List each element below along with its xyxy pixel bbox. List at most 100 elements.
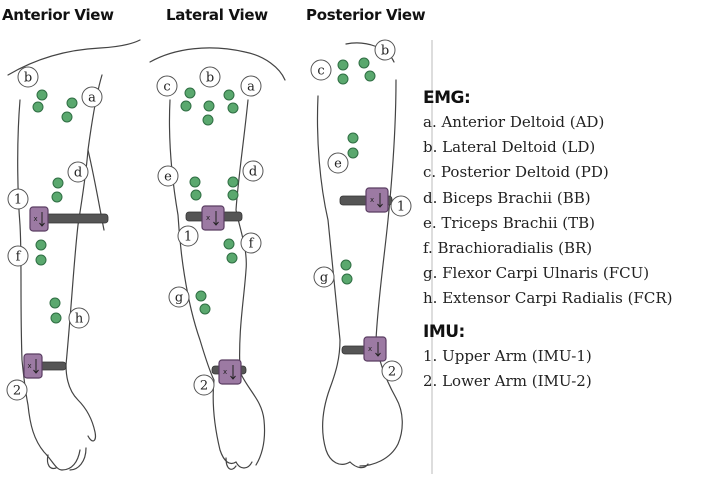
emg-item-a: a. Anterior Deltoid (AD) [423, 110, 713, 135]
marker-imu2: 2 [7, 380, 27, 400]
emg-item-f: f. Brachioradialis (BR) [423, 236, 713, 261]
marker-label: 1 [14, 193, 22, 208]
marker-imu2: 2 [194, 375, 214, 395]
marker-label: d [74, 166, 82, 181]
marker-h: h [69, 308, 89, 328]
electrode [342, 274, 352, 284]
marker-imu1: 1 [8, 189, 28, 209]
electrode [203, 115, 213, 125]
marker-label: c [317, 64, 324, 79]
marker-imu2: 2 [382, 361, 402, 381]
lateral-imu-2-axis: x [223, 368, 227, 376]
emg-item-b: b. Lateral Deltoid (LD) [423, 135, 713, 160]
emg-item-g: g. Flexor Carpi Ulnaris (FCU) [423, 261, 713, 286]
marker-label: b [206, 71, 214, 86]
marker-label: 2 [388, 365, 396, 380]
marker-a: a [82, 87, 102, 107]
marker-e: e [328, 153, 348, 173]
marker-label: e [334, 157, 342, 172]
electrode [52, 192, 62, 202]
anterior-imu-1-axis: x [34, 215, 38, 223]
marker-g: g [169, 287, 189, 307]
posterior-arm-outline [317, 43, 402, 468]
electrode [224, 90, 234, 100]
marker-c: c [311, 60, 331, 80]
electrode [224, 239, 234, 249]
posterior-imu-1-axis: x [370, 196, 374, 204]
marker-label: e [164, 170, 172, 185]
electrode [365, 71, 375, 81]
marker-e: e [158, 166, 178, 186]
legend: EMG: a. Anterior Deltoid (AD) b. Lateral… [423, 88, 713, 394]
lateral-imu-2: x [219, 360, 241, 384]
emg-heading: EMG: [423, 88, 713, 108]
electrode [50, 298, 60, 308]
electrode [228, 103, 238, 113]
electrode [359, 58, 369, 68]
lateral-imu-1-axis: x [206, 214, 210, 222]
marker-d: d [68, 162, 88, 182]
electrode [348, 133, 358, 143]
electrode [51, 313, 61, 323]
marker-label: g [175, 291, 183, 306]
electrode [338, 74, 348, 84]
electrode [227, 253, 237, 263]
marker-label: c [163, 80, 170, 95]
marker-a: a [241, 76, 261, 96]
electrode [37, 90, 47, 100]
electrode [228, 190, 238, 200]
electrode [33, 102, 43, 112]
marker-label: 2 [13, 384, 21, 399]
marker-label: 1 [397, 200, 405, 215]
emg-item-c: c. Posterior Deltoid (PD) [423, 160, 713, 185]
electrode [338, 60, 348, 70]
electrode [53, 178, 63, 188]
electrode [185, 88, 195, 98]
marker-label: b [381, 44, 389, 59]
marker-label: 2 [200, 379, 208, 394]
anterior-imu-2-axis: x [28, 362, 32, 370]
marker-label: h [75, 312, 84, 327]
imu-heading: IMU: [423, 322, 713, 342]
emg-list: a. Anterior Deltoid (AD) b. Lateral Delt… [423, 110, 713, 312]
marker-f: f [8, 246, 28, 266]
electrode [204, 101, 214, 111]
electrode [200, 304, 210, 314]
emg-item-e: e. Triceps Brachii (TB) [423, 211, 713, 236]
marker-b: b [18, 67, 38, 87]
electrode [196, 291, 206, 301]
electrode [190, 177, 200, 187]
marker-label: b [24, 71, 32, 86]
marker-label: g [320, 271, 328, 286]
electrode [191, 190, 201, 200]
electrode [36, 240, 46, 250]
imu-list: 1. Upper Arm (IMU-1) 2. Lower Arm (IMU-2… [423, 344, 713, 394]
electrode [36, 255, 46, 265]
lateral-imu-1: x [202, 206, 224, 230]
marker-label: d [249, 165, 257, 180]
marker-c: c [157, 76, 177, 96]
marker-b: b [200, 67, 220, 87]
marker-imu1: 1 [391, 196, 411, 216]
electrode [348, 148, 358, 158]
marker-label: 1 [184, 230, 192, 245]
marker-label: a [247, 80, 255, 95]
lateral-arm-outline [150, 48, 285, 469]
marker-imu1: 1 [178, 226, 198, 246]
emg-item-d: d. Biceps Brachii (BB) [423, 186, 713, 211]
posterior-imu-2-axis: x [368, 345, 372, 353]
marker-label: a [88, 91, 96, 106]
marker-f: f [241, 233, 261, 253]
marker-b: b [375, 40, 395, 60]
marker-g: g [314, 267, 334, 287]
marker-d: d [243, 161, 263, 181]
electrode [228, 177, 238, 187]
anterior-upper-strap [40, 214, 108, 223]
electrode [67, 98, 77, 108]
electrode [181, 101, 191, 111]
imu-item-1: 1. Upper Arm (IMU-1) [423, 344, 713, 369]
anterior-imu-2: x [24, 354, 42, 378]
electrode [62, 112, 72, 122]
imu-item-2: 2. Lower Arm (IMU-2) [423, 369, 713, 394]
anterior-imu-1: x [30, 207, 48, 231]
